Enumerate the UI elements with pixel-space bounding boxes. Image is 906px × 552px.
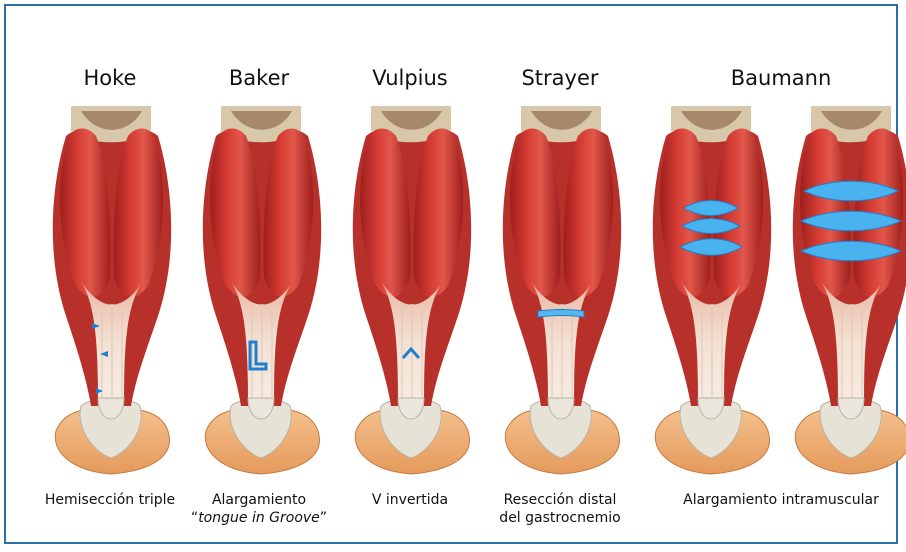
title-hoke: Hoke: [84, 66, 137, 90]
caption-strayer-line1: Resección distal: [499, 491, 620, 509]
caption-vulpius: V invertida: [372, 491, 448, 509]
caption-baker-line2: “tongue in Groove”: [191, 509, 327, 527]
title-baumann: Baumann: [731, 66, 832, 90]
title-strayer: Strayer: [521, 66, 598, 90]
leg-baumann-2-illustration: [776, 106, 906, 476]
distal-resection-band: [538, 310, 584, 318]
title-baker: Baker: [229, 66, 289, 90]
leg-baker-illustration: [186, 106, 336, 476]
leg-hoke-illustration: [36, 106, 186, 476]
caption-baker-line1: Alargamiento: [191, 491, 327, 509]
leg-baumann-1-illustration: [636, 106, 786, 476]
caption-hoke: Hemisección triple: [45, 491, 175, 509]
caption-baker: Alargamiento “tongue in Groove”: [191, 491, 327, 527]
title-vulpius: Vulpius: [372, 66, 448, 90]
leg-vulpius-illustration: [336, 106, 486, 476]
figure-frame: Hoke Baker Vulpius Strayer Baumann H: [4, 4, 898, 544]
caption-baumann: Alargamiento intramuscular: [683, 491, 879, 509]
caption-strayer: Resección distal del gastrocnemio: [499, 491, 620, 527]
caption-strayer-line2: del gastrocnemio: [499, 509, 620, 527]
leg-strayer-illustration: [486, 106, 636, 476]
